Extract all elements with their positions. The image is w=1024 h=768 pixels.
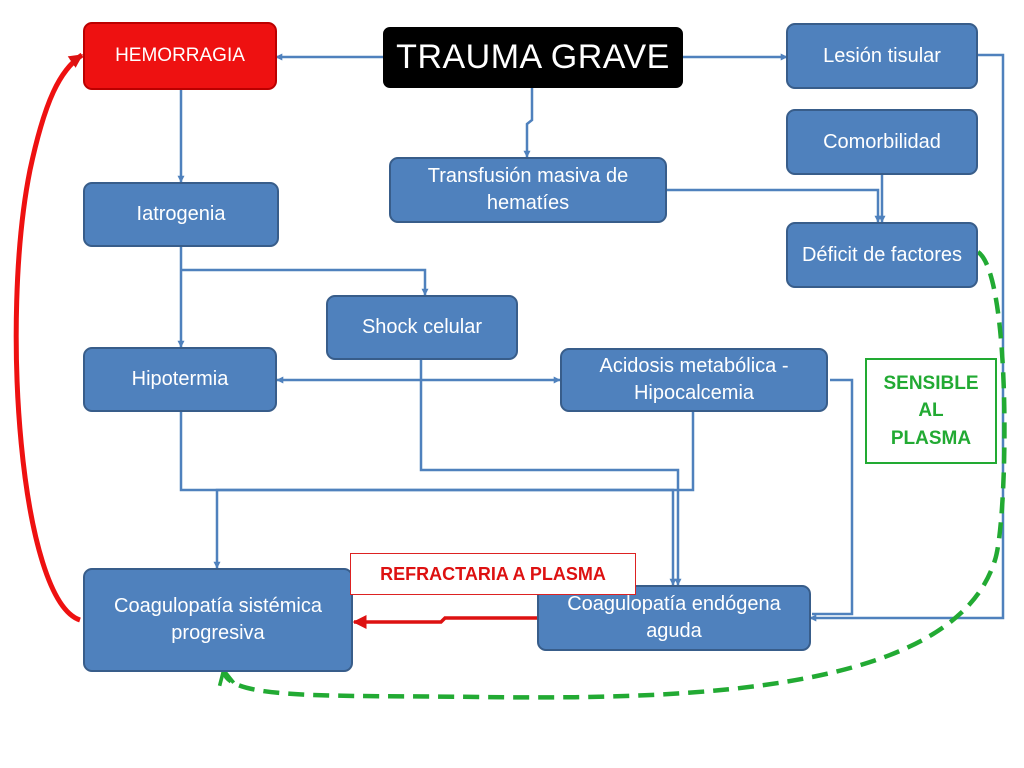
node-coagulopatia-endogena: Coagulopatía endógena aguda <box>537 585 811 651</box>
node-deficit-factores: Déficit de factores <box>786 222 978 288</box>
node-iatrogenia: Iatrogenia <box>83 182 279 247</box>
edge-iatrogenia-shock <box>181 268 429 296</box>
node-acidosis: Acidosis metabólica - Hipocalcemia <box>560 348 828 412</box>
edge-endogena-sistemica <box>352 615 537 629</box>
edge-shock-endogena <box>419 359 682 586</box>
edge-trauma-transfusion <box>523 88 534 158</box>
node-coagulopatia-sistemica: Coagulopatía sistémica progresiva <box>83 568 353 672</box>
node-transfusion: Transfusión masiva de hematíes <box>389 157 667 223</box>
node-hemorragia: HEMORRAGIA <box>83 22 277 90</box>
node-trauma-grave: TRAUMA GRAVE <box>383 27 683 88</box>
node-lesion-tisular: Lesión tisular <box>786 23 978 89</box>
node-hipotermia: Hipotermia <box>83 347 277 412</box>
edge-transfusion-deficit <box>666 188 882 223</box>
feedback-sistemica-hemorragia <box>13 52 84 623</box>
edge-acidosis-sistemica <box>213 411 695 569</box>
edge-deficit-endogena <box>812 378 854 616</box>
label-refractaria-a-plasma: REFRACTARIA A PLASMA <box>350 553 636 595</box>
label-sensible-al-plasma: SENSIBLE AL PLASMA <box>865 358 997 464</box>
node-comorbilidad: Comorbilidad <box>786 109 978 175</box>
edge-deficit-sistemica-plasma <box>224 250 1007 700</box>
node-shock-celular: Shock celular <box>326 295 518 360</box>
edge-lesion-endogena <box>809 53 1005 622</box>
